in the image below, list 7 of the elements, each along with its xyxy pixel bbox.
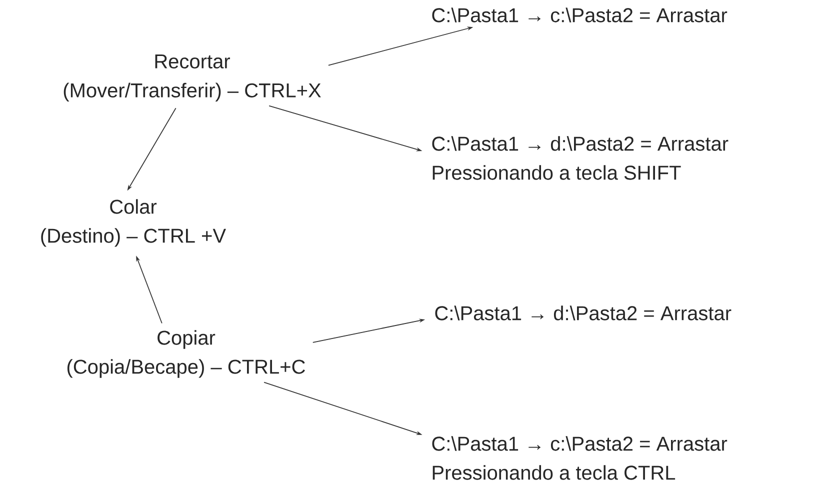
operation-label: Colar (Destino) – CTRL +V — [41, 199, 226, 247]
operation-label: Copiar (Copia/Becape) – CTRL+C — [67, 330, 305, 378]
operation-label: Recortar (Mover/Transferir) – CTRL+X — [64, 54, 321, 102]
rule-text: C:\Pasta1 → c:\Pasta2 = Arrastar — [432, 8, 728, 22]
rule-text: C:\Pasta1 → d:\Pasta2 = Arrastar — [435, 306, 732, 320]
rule-text: C:\Pasta1 → c:\Pasta2 = Arrastar Pressionando a tecla CTRL — [432, 436, 728, 480]
rule-text: C:\Pasta1 → d:\Pasta2 = Arrastar Pressionando a tecla SHIFT — [432, 136, 728, 180]
